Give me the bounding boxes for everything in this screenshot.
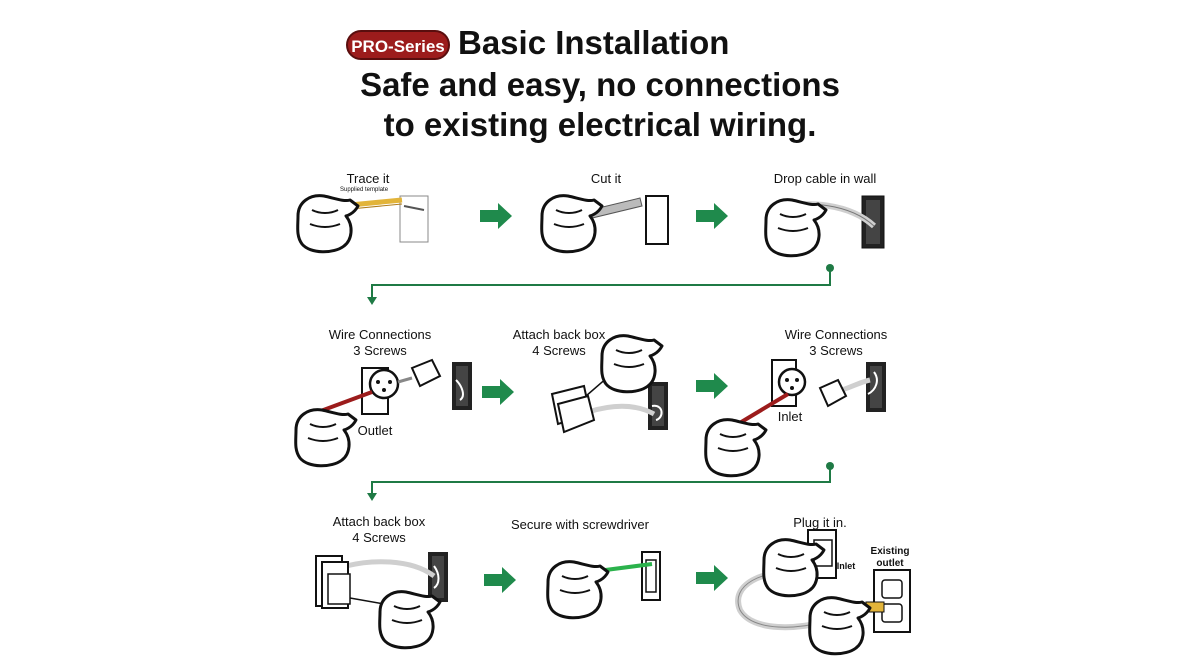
inlet-label: Inlet (777, 409, 803, 424)
outlet-label: Outlet (357, 423, 393, 438)
flow-arrow-icon (480, 203, 512, 229)
step-wire1-label-line2: 3 Screws (353, 343, 407, 358)
step-wire2-label-line1: Wire Connections (784, 327, 888, 342)
step-attach1-label-line2: 4 Screws (532, 343, 586, 358)
subtitle-line-1: Safe and easy, no connections (360, 66, 840, 103)
step-cut-illustration (540, 194, 669, 254)
step-trace-label: Trace it (346, 171, 390, 186)
existing-outlet-line2: outlet (876, 558, 904, 569)
step-secure-label: Secure with screwdriver (511, 517, 649, 532)
step-attach2-label-line1: Attach back box (332, 514, 426, 529)
step-secure-illustration (546, 551, 661, 620)
step-wire2-label-line2: 3 Screws (809, 343, 863, 358)
flow-connector (367, 462, 834, 501)
step-drop-label: Drop cable in wall (773, 171, 877, 186)
step-trace-illustration (296, 194, 429, 254)
step-cut-label: Cut it (590, 171, 622, 186)
step-attach2-label-line2: 4 Screws (352, 530, 406, 545)
flow-arrow-icon (696, 565, 728, 591)
flow-arrow-icon (696, 203, 728, 229)
step-drop-illustration (764, 195, 885, 258)
pro-series-badge: PRO-Series (346, 30, 450, 60)
step-wire1-illustration (294, 358, 472, 468)
step-attach2-illustration (315, 552, 448, 650)
step-attach1-illustration (550, 334, 668, 434)
existing-outlet-line1: Existing (870, 546, 910, 557)
title: Basic Installation (458, 24, 730, 61)
step-wire1-label-line1: Wire Connections (328, 327, 432, 342)
flow-arrow-icon (484, 567, 516, 593)
step-wire2-illustration (704, 359, 886, 478)
step-plug-label: Plug it in. (793, 515, 847, 530)
step-attach1-label-line1: Attach back box (512, 327, 606, 342)
flow-connector (367, 264, 834, 305)
step-plug-illustration (735, 529, 911, 656)
subtitle-line-2: to existing electrical wiring. (383, 106, 817, 143)
header: PRO-Series Basic Installation Safe and e… (0, 24, 1200, 148)
flow-arrow-icon (482, 379, 514, 405)
plug-inlet-label: Inlet (836, 561, 856, 571)
step-trace-sublabel: Supplied template (340, 187, 389, 193)
flow-arrow-icon (696, 373, 728, 399)
